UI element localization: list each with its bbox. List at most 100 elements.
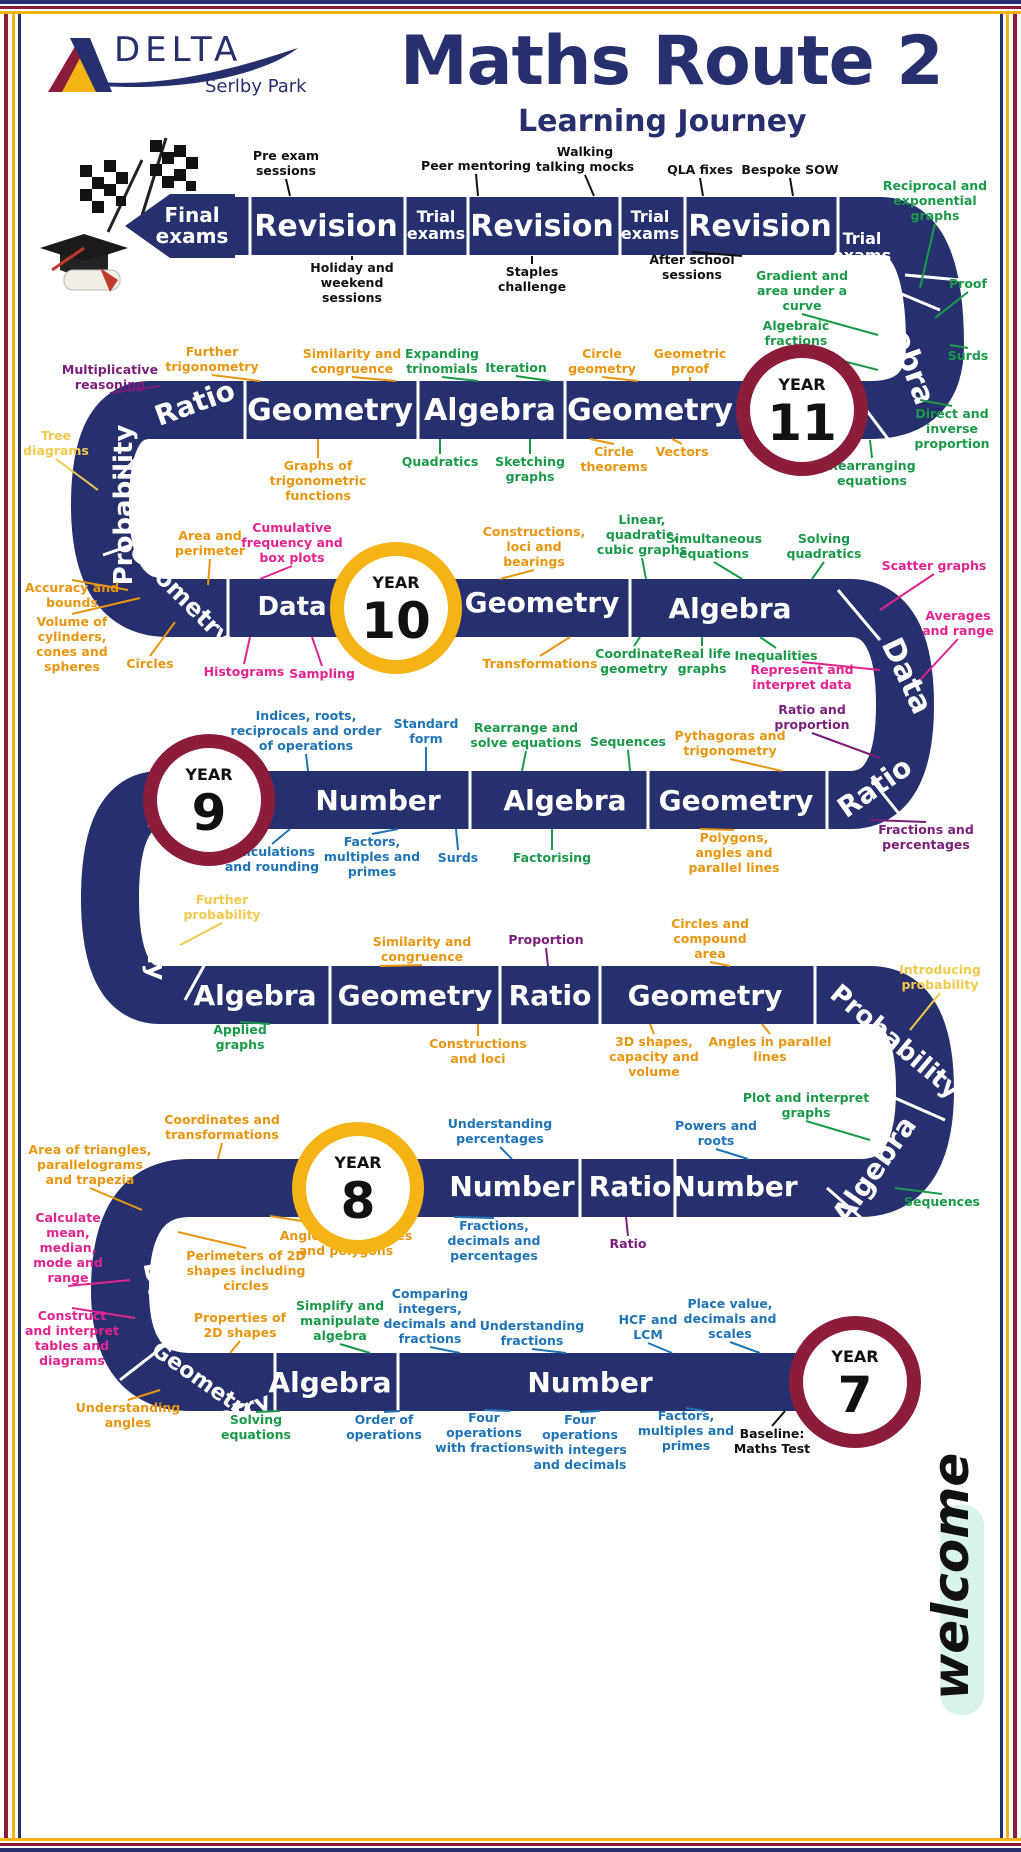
road-divider: [904, 273, 961, 282]
callout-leader: [441, 376, 479, 382]
callout-leader: [789, 177, 794, 197]
callout-leader: [179, 922, 223, 946]
year-label: YEAR: [830, 1347, 878, 1366]
road-divider: [119, 1343, 166, 1382]
callout-leader: [909, 992, 941, 1031]
road-divider: [102, 533, 161, 557]
year-number: 7: [838, 1366, 873, 1424]
callout-leader: [531, 1348, 567, 1354]
callout-leader: [729, 758, 783, 772]
road-divider: [887, 1093, 946, 1122]
callout-leader: [71, 597, 141, 615]
topic-peer: Peer mentoring: [421, 158, 531, 173]
final-exams-arrow: [125, 194, 235, 258]
topic-proof: Proof: [949, 276, 988, 291]
callout-leader: [584, 174, 595, 197]
topic-scatter: Scatter graphs: [882, 558, 987, 573]
callout-leader: [311, 636, 323, 667]
callout-leader: [499, 1146, 513, 1160]
topic-sampling: Sampling: [289, 666, 355, 681]
callout-leader: [211, 374, 261, 382]
callout-leader: [601, 376, 639, 382]
callout-leader: [869, 439, 873, 459]
callout-leader: [919, 223, 936, 289]
welcome-decoration: welcome: [922, 1453, 984, 1715]
road-divider: [150, 1269, 192, 1319]
year-number: 9: [192, 784, 227, 842]
callout-leader: [811, 561, 825, 580]
callout-leader: [259, 565, 293, 580]
callout-leader: [625, 1216, 629, 1237]
callout-leader: [383, 1410, 401, 1413]
callout-leader: [271, 828, 291, 845]
callout-leader: [949, 344, 969, 349]
segment-number: Number: [449, 1170, 575, 1203]
callout-leader: [177, 1231, 247, 1249]
callout-leader: [305, 753, 309, 772]
segment-number: Number: [315, 784, 441, 817]
callout-leader: [713, 561, 743, 580]
callout-leader: [255, 1410, 281, 1413]
callout-leader: [71, 1307, 136, 1319]
callout-leader: [71, 579, 129, 591]
callout-leader: [379, 964, 423, 967]
topic-histograms: Histograms: [204, 664, 285, 679]
topic-circles10: Circles: [126, 656, 173, 671]
topic-bespoke: Bespoke SOW: [741, 162, 838, 177]
callout-leader: [55, 458, 99, 491]
callout-leader: [715, 1148, 749, 1160]
callout-leader: [371, 828, 399, 835]
callout-leader: [691, 251, 743, 257]
callout-leader: [811, 732, 881, 759]
callout-leader: [217, 1142, 223, 1160]
callout-leader: [285, 178, 291, 197]
topic-sequences8: Sequences: [904, 1194, 980, 1209]
finish-flags-icon: [80, 137, 198, 233]
callout-leader: [805, 1120, 871, 1141]
callout-leader: [699, 177, 704, 197]
page-subtitle: Learning Journey: [518, 104, 807, 139]
callout-leader: [207, 558, 211, 586]
topic-transformations: Transformations: [483, 656, 598, 671]
topic-proportion9: Proportion: [508, 932, 583, 947]
segment-geometry: Geometry: [628, 979, 783, 1012]
callout-leader: [649, 1023, 655, 1035]
segment-revision: Revision: [470, 209, 613, 244]
segment-algebra: Algebra: [424, 393, 556, 428]
callout-leader: [339, 1343, 371, 1354]
segment-algebra: Algebra: [503, 784, 626, 817]
segment-geometry: Geometry: [247, 393, 413, 428]
